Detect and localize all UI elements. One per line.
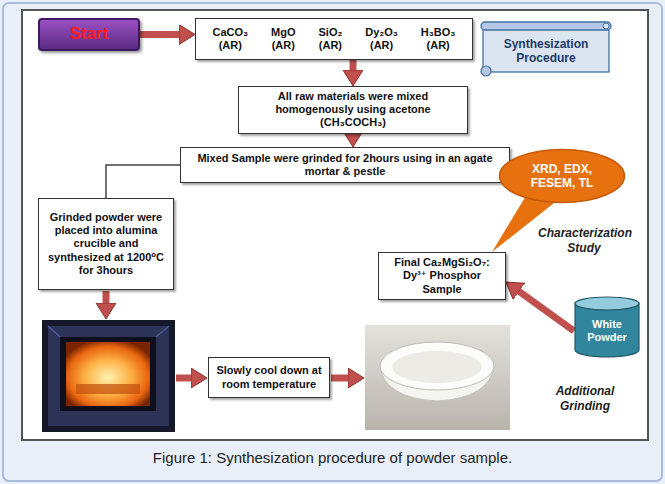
flow-arrow xyxy=(176,375,195,382)
crucible-rim xyxy=(380,342,494,390)
annotation-text: Additional Grinding xyxy=(545,384,625,414)
flow-arrow xyxy=(103,291,110,307)
node-text: Dy₂O₃ (AR) xyxy=(365,26,398,52)
process-box: All raw materials were mixed homogenousl… xyxy=(238,86,468,134)
annotation-text: Characterization Study xyxy=(538,226,630,256)
furnace-edge xyxy=(156,326,169,337)
furnace-body xyxy=(42,320,175,432)
node-text: Mixed Sample were grinded for 2hours usi… xyxy=(186,152,504,178)
scroll-curl xyxy=(481,66,491,76)
flow-arrow xyxy=(516,289,574,331)
furnace-edge xyxy=(48,326,60,337)
ellipse-body xyxy=(500,150,625,203)
process-box: Mixed Sample were grinded for 2hours usi… xyxy=(180,147,510,183)
flow-connector xyxy=(140,34,183,35)
node-text: SiO₂ (AR) xyxy=(318,26,342,52)
panel-border xyxy=(22,10,648,440)
furnace-glow xyxy=(66,342,150,406)
node-text: Grinded powder were placed into alumina … xyxy=(44,211,168,277)
flow-connector xyxy=(106,165,180,198)
callout-tail xyxy=(492,196,556,252)
node-text: Synthesization Procedure xyxy=(492,37,600,66)
furnace-frame xyxy=(48,326,169,426)
process-box: Grinded powder were placed into alumina … xyxy=(38,198,174,290)
node-text: CaCO₃ (AR) xyxy=(212,26,248,52)
powder-cylinder: White Powder xyxy=(574,296,640,358)
scroll-roll xyxy=(481,22,611,30)
outer-frame xyxy=(3,3,662,481)
crucible-inside xyxy=(392,351,482,383)
flow-arrow xyxy=(140,31,183,38)
furnace-door xyxy=(60,337,156,411)
start-terminal: Start xyxy=(38,18,140,51)
flow-connector xyxy=(516,289,574,331)
flow-connector xyxy=(353,60,354,74)
figure-caption: Figure 1: Synthesization procedure of po… xyxy=(0,449,665,466)
cylinder-top xyxy=(575,297,639,310)
flow-line xyxy=(106,165,180,198)
furnace-photo xyxy=(42,320,175,432)
node-text: Final Ca₂MgSi₂O₇: Dy³⁺ Phosphor Sample xyxy=(384,256,500,296)
product-box: Final Ca₂MgSi₂O₇: Dy³⁺ Phosphor Sample xyxy=(378,252,506,300)
title-scroll: Synthesization Procedure xyxy=(478,20,614,78)
characterization-ellipse: XRD, EDX, FESEM, TL xyxy=(498,148,626,204)
crucible-photo xyxy=(365,325,510,430)
scroll-curl xyxy=(603,23,609,29)
flow-connector xyxy=(353,134,354,135)
flow-arrow xyxy=(331,375,352,382)
raw-materials-box: CaCO₃ (AR) MgO (AR) SiO₂ (AR) Dy₂O₃ (AR) H₃B… xyxy=(195,18,473,60)
callout-tail xyxy=(492,196,556,252)
node-text: Start xyxy=(70,24,109,44)
flow-arrow xyxy=(350,134,357,135)
crucible-background xyxy=(365,325,510,430)
cylinder-body xyxy=(575,303,639,357)
process-box: Slowly cool down at room temperature xyxy=(208,357,330,398)
scroll-sheet xyxy=(483,27,609,72)
node-text: MgO (AR) xyxy=(271,26,295,52)
node-text: Slowly cool down at room temperature xyxy=(214,364,324,390)
flow-arrow xyxy=(350,60,357,74)
node-text: All raw materials were mixed homogenousl… xyxy=(244,90,462,130)
node-text: White Powder xyxy=(577,318,637,344)
node-text: XRD, EDX, FESEM, TL xyxy=(516,162,608,191)
furnace-hearth xyxy=(76,384,140,394)
node-text: H₃BO₃ (AR) xyxy=(421,26,456,52)
